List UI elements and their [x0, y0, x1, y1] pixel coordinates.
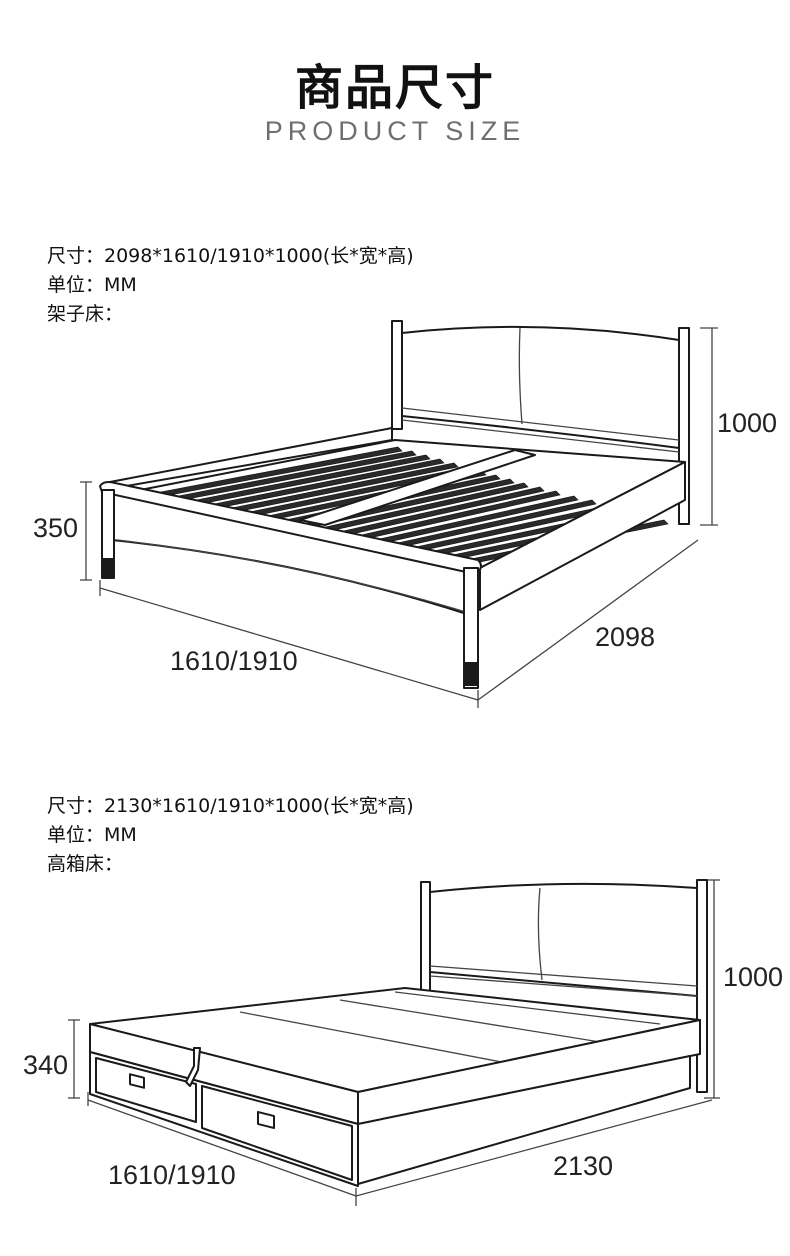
- page-subtitle: PRODUCT SIZE: [264, 116, 526, 146]
- headboard-post-left: [391, 320, 403, 430]
- headboard-post-left: [420, 881, 431, 1001]
- drawer-left: [95, 1057, 197, 1123]
- frame-bed-unit-line: 单位：MM: [47, 274, 137, 296]
- headboard-post-right: [696, 879, 708, 1093]
- frame-bed-side-dimension: [80, 481, 92, 581]
- storage-bed-width-dimension: [87, 1092, 357, 1197]
- storage-bed-length-label: 2130: [553, 1151, 614, 1181]
- frame-bed-type-line: 架子床：: [47, 303, 124, 325]
- drawer-handle-right[interactable]: [257, 1110, 275, 1130]
- frame-bed-side-label: 350: [33, 513, 79, 543]
- bed-slats: [149, 446, 669, 567]
- storage-bed-height-label: 1000: [723, 962, 784, 992]
- storage-bed-width-label: 1610/1910: [108, 1160, 236, 1190]
- page-title: 商品尺寸: [294, 60, 495, 116]
- storage-bed-size-line: 尺寸：2130*1610/1910*1000(长*宽*高): [47, 795, 414, 817]
- storage-bed-unit-line: 单位：MM: [47, 824, 137, 846]
- storage-bed-side-label: 340: [23, 1050, 69, 1080]
- headboard-panel: [401, 325, 680, 449]
- drawer-right: [201, 1085, 353, 1181]
- frame-bed-height-label: 1000: [717, 408, 778, 438]
- storage-bed-drawing: [68, 879, 720, 1206]
- frame-bed-height-dimension: [700, 327, 718, 526]
- lift-strap[interactable]: [185, 1047, 201, 1087]
- leg-front-right: [463, 567, 479, 689]
- frame-bed-length-dimension: [477, 539, 699, 708]
- center-beam: [299, 449, 536, 526]
- storage-bed-length-dimension: [355, 1099, 713, 1206]
- storage-bed-side-dimension: [68, 1019, 80, 1099]
- frame-bed-width-dimension: [99, 580, 479, 701]
- bed-side-rail-right: [479, 461, 686, 611]
- frame-bed-size-line: 尺寸：2098*1610/1910*1000(长*宽*高): [47, 245, 414, 267]
- frame-bed-spec: 尺寸：2098*1610/1910*1000(长*宽*高) 单位：MM 架子床：: [47, 242, 414, 329]
- storage-bed-spec: 尺寸：2130*1610/1910*1000(长*宽*高) 单位：MM 高箱床：: [47, 792, 414, 879]
- frame-bed-length-label: 2098: [595, 622, 656, 652]
- frame-bed-width-label: 1610/1910: [170, 646, 298, 676]
- drawer-handle-left[interactable]: [129, 1073, 145, 1089]
- frame-bed-drawing: [80, 320, 718, 708]
- storage-bed-type-line: 高箱床：: [47, 853, 124, 875]
